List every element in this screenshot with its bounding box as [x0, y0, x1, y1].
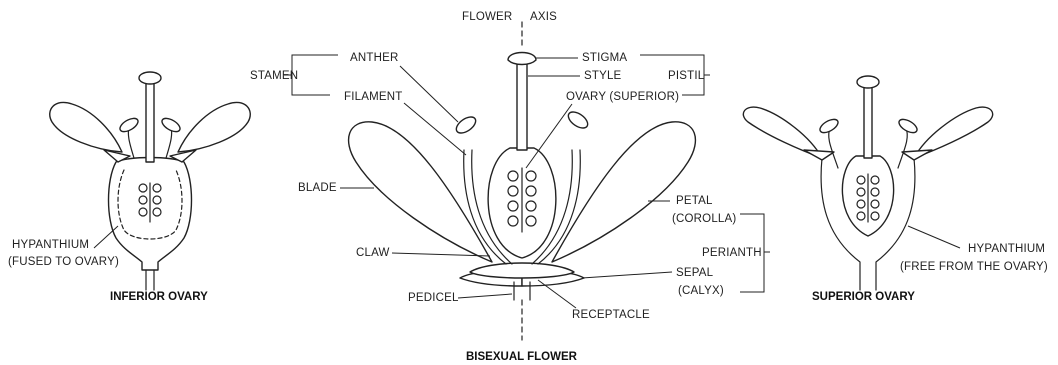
- left-hypanthium-label: HYPANTHIUM: [12, 239, 89, 251]
- superior-ovary-drawing: [743, 76, 992, 290]
- bisexual-flower-drawing: [349, 22, 696, 340]
- left-hypanthium-note: (FUSED TO OVARY): [8, 256, 119, 268]
- stamen-label: STAMEN: [250, 70, 298, 82]
- center-petal-left: [349, 122, 492, 262]
- left-flower-anther-right: [160, 116, 182, 135]
- perianth-label: PERIANTH: [702, 247, 762, 259]
- center-style: [517, 62, 527, 150]
- right-hypanthium-note: (FREE FROM THE OVARY): [900, 261, 1048, 273]
- claw-label: CLAW: [356, 247, 390, 259]
- stigma-label: STIGMA: [582, 52, 627, 64]
- left-flower-petal-left: [50, 102, 122, 152]
- receptacle-label: RECEPTACLE: [572, 309, 650, 321]
- center-caption: BISEXUAL FLOWER: [466, 351, 578, 363]
- anther-leader: [400, 66, 458, 122]
- right-flower-style: [864, 86, 872, 158]
- pedicel-leader: [458, 294, 512, 298]
- petal-note: (COROLLA): [672, 213, 736, 225]
- flower-axis-label-flower: FLOWER: [462, 11, 512, 23]
- style-label: STYLE: [584, 70, 622, 82]
- left-flower-petal-right: [178, 102, 250, 152]
- left-flower-style: [146, 82, 154, 162]
- left-flower-anther-left: [118, 116, 140, 135]
- blade-label: BLADE: [298, 182, 337, 194]
- center-stigma: [508, 53, 536, 65]
- left-flower-stigma: [139, 72, 161, 84]
- petal-label: PETAL: [676, 195, 713, 207]
- right-flower-anther-right: [897, 117, 919, 136]
- center-receptacle: [470, 263, 574, 278]
- anther-label: ANTHER: [350, 52, 398, 64]
- sepal-note: (CALYX): [678, 285, 724, 297]
- right-hypanthium-leader: [908, 226, 960, 248]
- right-flower-filament-right: [898, 128, 907, 168]
- left-caption: INFERIOR OVARY: [110, 291, 208, 303]
- right-hypanthium-label: HYPANTHIUM: [968, 243, 1045, 255]
- ovary-leader: [526, 104, 572, 168]
- sepal-label: SEPAL: [676, 267, 714, 279]
- right-flower-sepal-right: [902, 150, 932, 160]
- filament-label: FILAMENT: [344, 91, 402, 103]
- right-flower-stigma: [857, 76, 879, 88]
- right-flower-sepal-left: [804, 150, 834, 160]
- center-anther-right: [566, 109, 591, 131]
- right-flower-filament-left: [829, 128, 838, 168]
- pedicel-label: PEDICEL: [408, 292, 459, 304]
- sepal-leader: [582, 272, 672, 278]
- center-anther-left: [454, 114, 479, 136]
- center-petal-right: [552, 122, 695, 262]
- left-hypanthium-leader: [94, 226, 118, 248]
- pistil-label: PISTIL: [668, 70, 705, 82]
- left-flower-pedicel: [146, 270, 154, 290]
- flower-axis-label-axis: AXIS: [530, 11, 557, 23]
- right-caption: SUPERIOR OVARY: [812, 291, 915, 303]
- ovary-label: OVARY (SUPERIOR): [566, 91, 679, 103]
